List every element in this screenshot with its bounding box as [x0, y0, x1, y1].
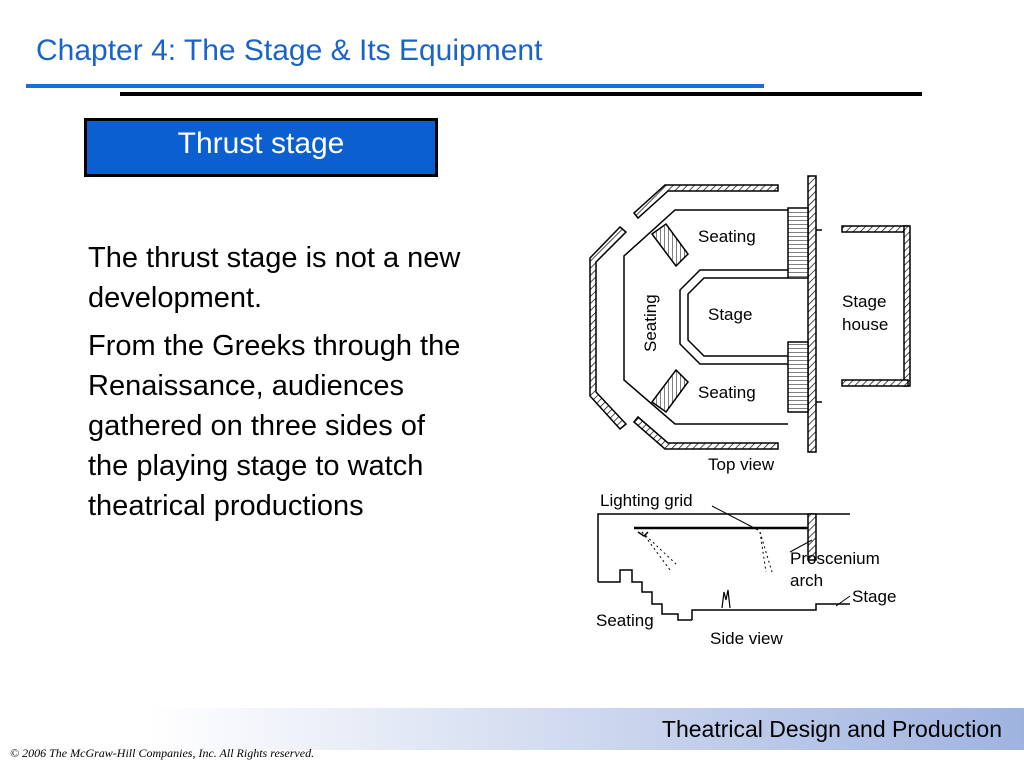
label-proscenium-2: arch — [790, 571, 823, 590]
label-proscenium-1: Proscenium — [790, 549, 880, 568]
label-stage-house-1: Stage — [842, 292, 886, 311]
title-underline-blue — [26, 84, 764, 88]
label-side-stage: Stage — [852, 587, 896, 606]
label-seating-top: Seating — [698, 227, 756, 246]
aisle-steps-lower-diagonal — [650, 368, 689, 414]
proscenium-wall — [807, 175, 817, 453]
thrust-stage-diagram: Seating Seating Stage Seating Stage hous… — [589, 175, 911, 648]
label-stage: Stage — [708, 305, 752, 324]
aisle-steps-top — [787, 207, 809, 279]
copyright-notice: © 2006 The McGraw-Hill Companies, Inc. A… — [10, 746, 315, 760]
stepped-seating — [598, 569, 692, 621]
proscenium-arch — [807, 513, 817, 561]
actor-figure — [721, 589, 731, 609]
caption-side-view: Side view — [710, 629, 783, 648]
body-text: The thrust stage is not a new developmen… — [88, 238, 468, 534]
title-underline-black — [120, 92, 922, 96]
aisle-steps-bottom — [787, 341, 809, 413]
paragraph-intro: The thrust stage is not a new developmen… — [88, 242, 461, 314]
side-view-section — [597, 505, 851, 621]
subtitle-box: Thrust stage — [84, 118, 438, 177]
outer-wall — [589, 184, 779, 450]
paragraph-history: From the Greeks through the Renaissance,… — [88, 330, 461, 522]
label-seating-left: Seating — [641, 294, 660, 352]
auditorium-shell — [597, 513, 850, 582]
caption-top-view: Top view — [708, 455, 775, 474]
slide-title: Chapter 4: The Stage & Its Equipment — [36, 34, 543, 67]
label-side-seating: Seating — [596, 611, 654, 630]
label-seating-bottom: Seating — [698, 383, 756, 402]
label-stage-house-2: house — [842, 315, 888, 334]
top-view-plan — [589, 175, 911, 453]
stage-floor — [691, 603, 850, 620]
label-lighting-grid: Lighting grid — [600, 491, 693, 510]
footer-band — [150, 708, 1024, 750]
footer-course-title: Theatrical Design and Production — [661, 716, 1002, 742]
thrust-stage-outline — [679, 269, 788, 365]
subtitle-text: Thrust stage — [177, 126, 345, 160]
aisle-steps-upper-diagonal — [650, 222, 689, 268]
seating-outline — [623, 209, 788, 425]
